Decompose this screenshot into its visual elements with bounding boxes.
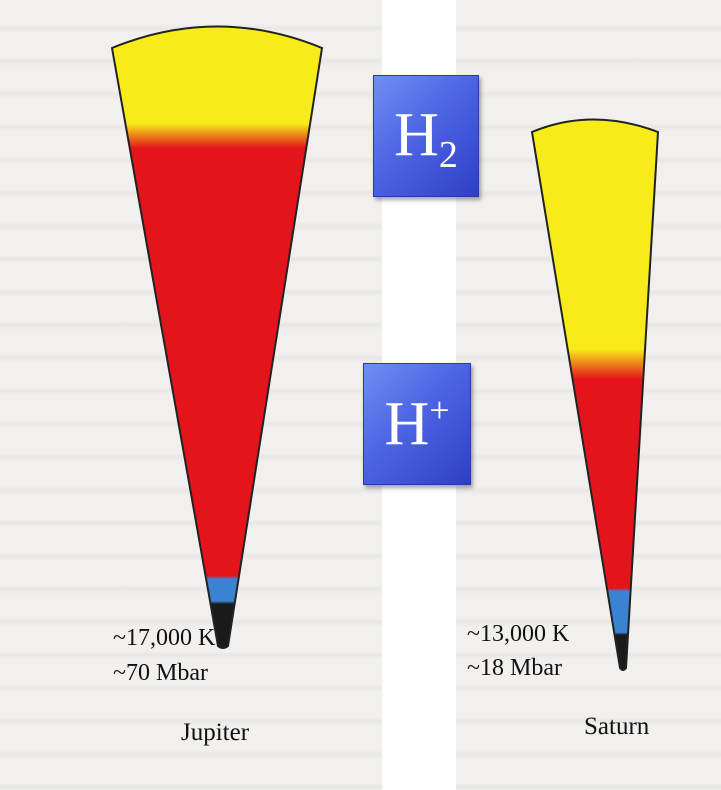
- molecular-hydrogen-label-box: H2: [373, 75, 479, 197]
- h2-subscript: 2: [438, 134, 458, 176]
- jupiter-name-label: Jupiter: [181, 719, 250, 746]
- saturn-name-label: Saturn: [584, 713, 650, 740]
- hplus-symbol: H: [384, 390, 430, 458]
- saturn-interior-cone: [530, 118, 660, 671]
- hplus-superscript: +: [429, 390, 450, 430]
- jupiter-core-temperature: ~17,000 K: [113, 625, 216, 651]
- h2-symbol: H: [394, 101, 439, 169]
- jupiter-core-pressure: ~70 Mbar: [113, 660, 208, 686]
- metallic-hydrogen-label-box: H+: [363, 363, 471, 485]
- saturn-core-pressure: ~18 Mbar: [467, 655, 562, 681]
- jupiter-interior-cone: [110, 25, 324, 649]
- saturn-core-temperature: ~13,000 K: [467, 621, 570, 647]
